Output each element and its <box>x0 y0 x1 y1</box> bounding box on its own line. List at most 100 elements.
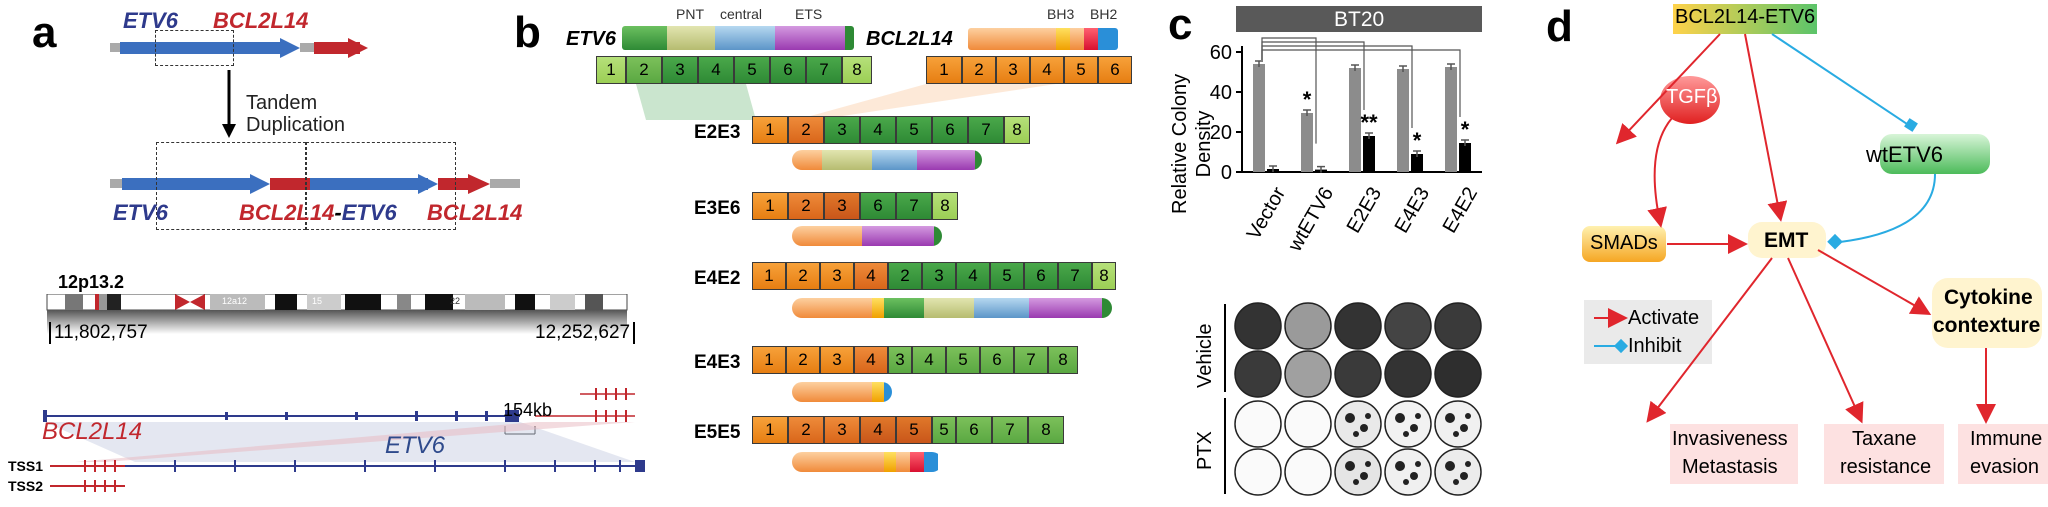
fusion-exon-etv: 7 <box>992 416 1028 444</box>
chromosome-ideogram <box>46 294 628 334</box>
colony-plate <box>1284 302 1332 350</box>
colony-spot <box>1395 413 1405 423</box>
bcl2l14-exon: 1 <box>926 56 962 84</box>
fusion-shading <box>636 84 1056 120</box>
domain-label-bh3: BH3 <box>1047 6 1075 22</box>
fusion-protein <box>792 452 942 472</box>
comparison-bracket <box>1261 45 1413 128</box>
label-invasiveness-2: Metastasis <box>1682 456 1778 478</box>
panel-b-letter: b <box>514 8 541 57</box>
bcl2l14-exon: 4 <box>1030 56 1064 84</box>
fusion-exon-bcl: 2 <box>786 346 820 374</box>
fusion-protein <box>792 226 942 246</box>
x-tick-label: E4E2 <box>1439 184 1483 237</box>
gene-label-bcl2l14: BCL2L14 <box>213 8 309 33</box>
etv6-exon: 2 <box>626 56 662 84</box>
bar <box>1349 68 1361 172</box>
fusion-exon-bcl: 4 <box>860 416 896 444</box>
fusion-exon-etv: 7 <box>1058 262 1092 290</box>
colony-plate <box>1384 400 1432 448</box>
y-tick-label: 40 <box>1210 82 1232 104</box>
coord-right: 12,252,627 <box>535 322 636 344</box>
gene-label-etv6: ETV6 <box>123 8 179 33</box>
etv6-protein-bar <box>622 26 854 50</box>
fusion-exon-etv: 4 <box>956 262 990 290</box>
bar <box>1445 67 1457 172</box>
band-label-12a12: 12a12 <box>222 296 248 306</box>
band-label-15: 15 <box>312 296 323 306</box>
colony-plate <box>1384 448 1432 496</box>
node-smads <box>1582 226 1666 262</box>
arrow-bcl2l14 <box>348 38 368 58</box>
colony-plate <box>1434 302 1482 350</box>
fusion-name: E4E2 <box>694 268 741 289</box>
fusion-exon-etv: 7 <box>968 116 1004 144</box>
fusion-exon-bcl: 3 <box>824 416 860 444</box>
node-invasiveness <box>1670 424 1798 484</box>
legend-activate: Activate <box>1628 307 1700 329</box>
label-emt: EMT <box>1764 229 1809 252</box>
colony-spot <box>1395 461 1405 471</box>
fusion-label-etv6-left: ETV6 <box>113 200 169 225</box>
track-label-bcl2l14: BCL2L14 <box>42 418 143 445</box>
comparison-bracket <box>1261 41 1365 110</box>
colony-plate <box>1384 302 1432 350</box>
etv6-exon-row: 1 2 3 4 5 6 7 8 <box>596 56 872 84</box>
fusion-exon-etv: 7 <box>1014 346 1048 374</box>
y-axis-label-line1: Relative Colony <box>1169 73 1191 214</box>
significance-mark: * <box>1461 117 1470 142</box>
node-immune <box>1958 424 2048 484</box>
panel-a-letter: a <box>32 8 57 57</box>
label-taxane-2: resistance <box>1840 456 1932 478</box>
fusion-exon-etv: 6 <box>932 116 968 144</box>
fusion-exon-etv: 8 <box>1028 416 1064 444</box>
kb-label: 154kb <box>503 400 553 420</box>
colony-plate <box>1284 350 1332 398</box>
fusion-part-bcl2l14: BCL2L14 <box>239 200 335 225</box>
track-label-etv6: ETV6 <box>385 432 446 459</box>
colony-spot <box>1410 424 1418 432</box>
etv6-exon: 5 <box>734 56 770 84</box>
band-label-22: 22 <box>450 296 461 306</box>
legend-inhibit: Inhibit <box>1628 335 1682 357</box>
comparison-bracket <box>1261 49 1461 117</box>
colony-plate <box>1434 400 1482 448</box>
fusion-exon-bcl: 3 <box>820 346 854 374</box>
bar <box>1459 143 1471 172</box>
colony-spot <box>1445 461 1455 471</box>
chart-title: BT20 <box>1334 8 1385 31</box>
colony-plate <box>1334 350 1382 398</box>
domain-label-ets: ETS <box>795 6 823 22</box>
fusion-exon-etv: 8 <box>1048 346 1078 374</box>
label-immune-2: evasion <box>1970 456 2039 478</box>
label-smads: SMADs <box>1590 232 1658 254</box>
protein-label-bcl2l14: BCL2L14 <box>866 28 953 50</box>
y-axis-label: Relative Colony Density <box>1168 74 1216 214</box>
genomic-arrows-dup <box>110 174 520 194</box>
colony-spot <box>1353 479 1359 485</box>
significance-mark: * <box>1413 128 1422 153</box>
pathway-diagram <box>1582 4 2048 484</box>
dup-region-box-right <box>306 142 456 230</box>
chart-title-bar <box>1236 6 1482 32</box>
fusion-exon-bcl: 1 <box>752 192 788 220</box>
y-tick-label: 0 <box>1221 162 1232 184</box>
node-fusion <box>1673 4 1817 34</box>
bcl2l14-exon: 3 <box>996 56 1030 84</box>
fusion-protein <box>792 298 1112 318</box>
panel-d-letter: d <box>1546 2 1573 51</box>
colony-plate <box>1234 350 1282 398</box>
label-fusion: BCL2L14-ETV6 <box>1675 6 1816 28</box>
colony-spot <box>1415 413 1421 419</box>
colony-spot <box>1460 424 1468 432</box>
fusion-exon-bcl: 3 <box>820 262 854 290</box>
colony-spot <box>1445 413 1455 423</box>
label-taxane-1: Taxane <box>1852 428 1917 450</box>
bar <box>1363 136 1375 172</box>
bar <box>1301 113 1313 172</box>
domain-label-central: central <box>720 6 763 22</box>
bar <box>1411 154 1423 172</box>
fusion-exons: 1 2 3 4 5 5 6 7 8 <box>752 416 1064 444</box>
label-immune-1: Immune <box>1970 428 2043 450</box>
label-wtetv6: wtETV6 <box>1866 142 1944 167</box>
